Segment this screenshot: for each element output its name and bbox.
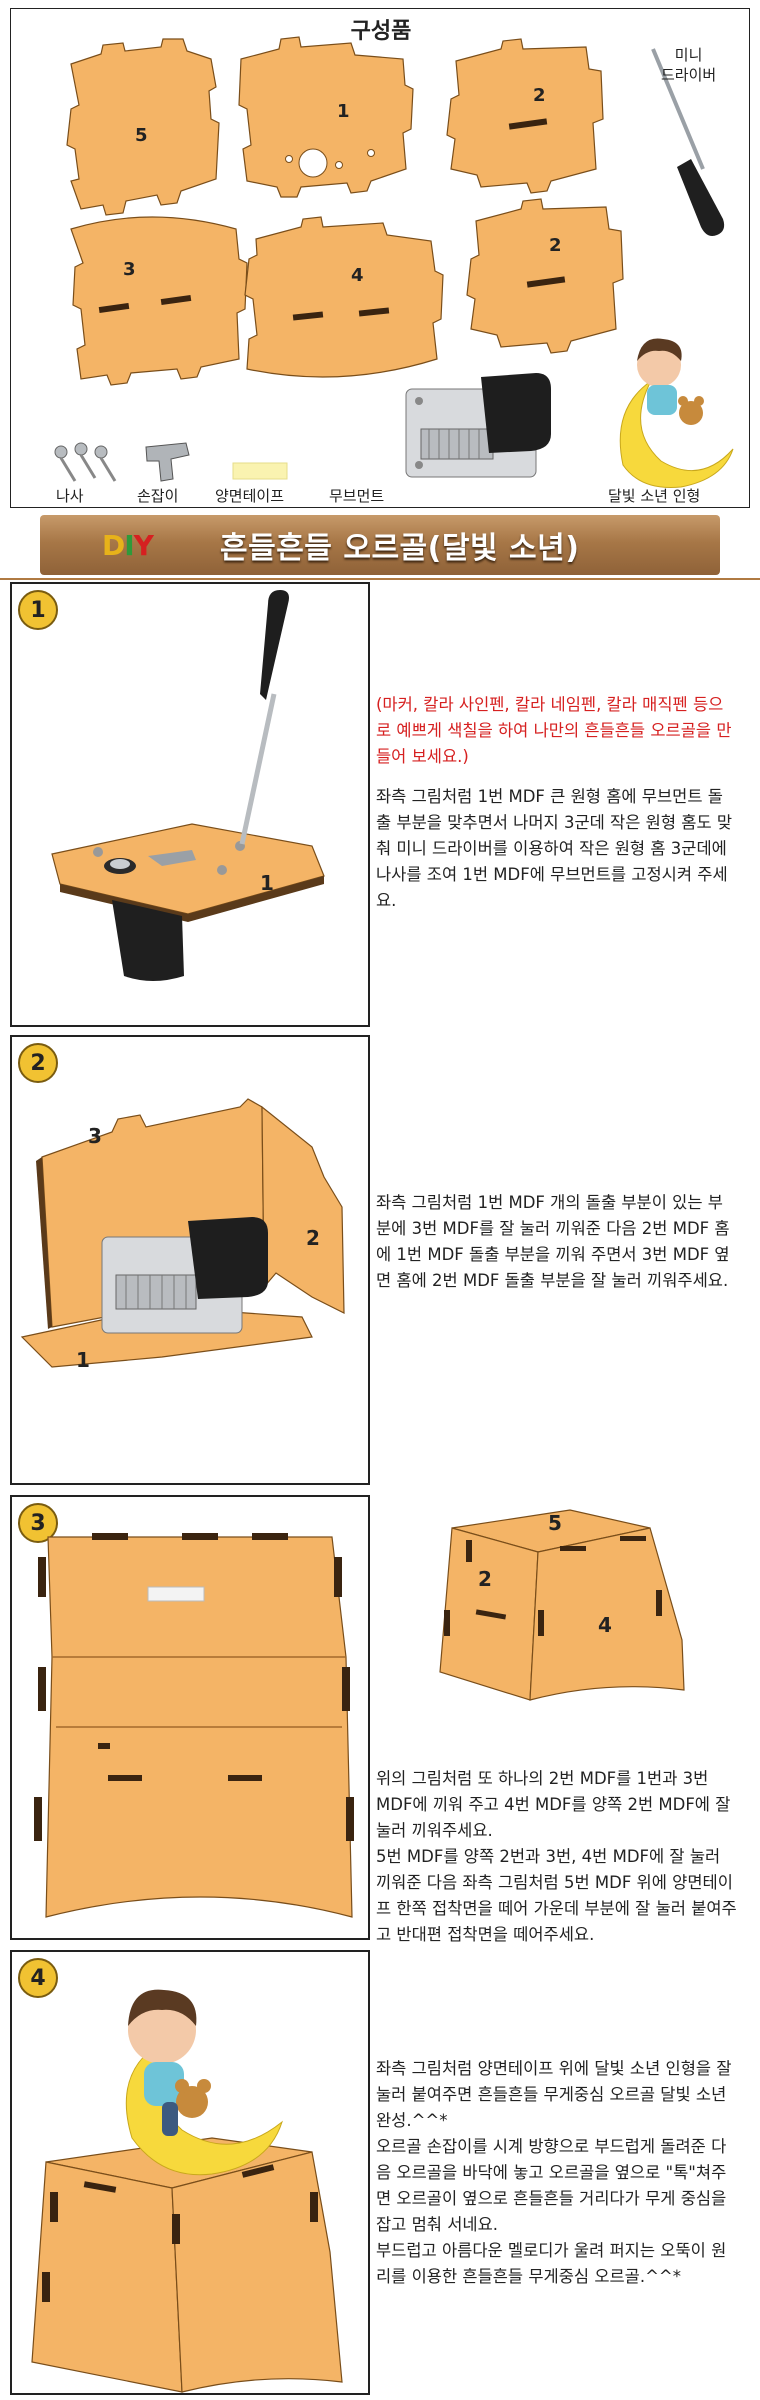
movement-label: 무브먼트	[329, 487, 385, 505]
piece-label: 4	[598, 1613, 612, 1637]
mdf-piece-4: 4	[244, 216, 444, 378]
step-2-text: 좌측 그림처럼 1번 MDF 개의 돌출 부분이 있는 부분에 3번 MDF를 …	[376, 1193, 730, 1290]
diy-logo: DIY	[102, 529, 154, 562]
step-number-badge: 1	[18, 590, 58, 630]
coloring-note: (마커, 칼라 사인펜, 칼라 네임펜, 칼라 매직펜 등으로 예쁘게 색칠을 …	[376, 695, 732, 766]
mdf-piece-2b: 2	[466, 198, 624, 354]
tape-label: 양면테이프	[215, 487, 285, 505]
piece-number: 2	[549, 235, 562, 256]
step-3-illustration	[34, 1533, 354, 1918]
piece-number: 3	[123, 259, 136, 280]
mdf-piece-3: 3	[70, 216, 248, 386]
step-3-image-frame: 3	[10, 1495, 370, 1940]
piece-number: 1	[337, 101, 350, 122]
piece-number: 4	[351, 265, 364, 286]
piece-number: 2	[533, 85, 546, 106]
piece-label: 2	[478, 1567, 492, 1591]
step-3-text: 위의 그림처럼 또 하나의 2번 MDF를 1번과 3번 MDF에 끼워 주고 …	[376, 1769, 737, 1944]
screws-icon	[54, 442, 117, 482]
mdf-piece-2a: 2	[446, 38, 604, 194]
step-number-badge: 3	[18, 1503, 58, 1543]
piece-label: 1	[76, 1348, 90, 1372]
piece-label: 1	[260, 871, 274, 895]
step-1-text: 좌측 그림처럼 1번 MDF 큰 원형 홈에 무브먼트 돌출 부분을 맞추면서 …	[376, 787, 733, 910]
components-panel: 구성품 5 1 2 3	[10, 8, 750, 508]
step-1-description: (마커, 칼라 사인펜, 칼라 네임펜, 칼라 매직펜 등으로 예쁘게 색칠을 …	[376, 692, 738, 914]
step-4-description: 좌측 그림처럼 양면테이프 위에 달빛 소년 인형을 잘 눌러 붙여주면 흔들흔…	[376, 2030, 738, 2316]
step-number-badge: 4	[18, 1958, 58, 1998]
step-2-illustration: 3 2 1	[20, 1098, 345, 1372]
doll-label: 달빛 소년 인형	[608, 487, 701, 505]
screwdriver-icon	[651, 48, 725, 236]
step-1-illustration: 1	[51, 590, 325, 981]
banner-divider	[0, 578, 760, 580]
step-4-text: 좌측 그림처럼 양면테이프 위에 달빛 소년 인형을 잘 눌러 붙여주면 흔들흔…	[376, 2059, 732, 2286]
banner-title: 흔들흔들 오르골(달빛 소년)	[220, 531, 580, 566]
music-movement-icon	[405, 373, 551, 478]
moon-boy-doll-icon	[619, 338, 734, 489]
mini-driver-label: 미니 드라이버	[661, 46, 717, 84]
handle-icon	[145, 442, 190, 482]
piece-label: 2	[306, 1226, 320, 1250]
title-banner: DIY 흔들흔들 오르골(달빛 소년)	[40, 515, 720, 575]
mdf-pieces-illustration: 5 1 2 3	[54, 36, 734, 489]
step-1-image-frame: 1 1	[10, 582, 370, 1027]
step-number-badge: 2	[18, 1043, 58, 1083]
step-3-description: 위의 그림처럼 또 하나의 2번 MDF를 1번과 3번 MDF에 끼워 주고 …	[376, 1740, 738, 1974]
step-2-image-frame: 2 3 2 1	[10, 1035, 370, 1485]
mdf-piece-1: 1	[238, 36, 414, 198]
step-4-illustration	[31, 1989, 343, 2393]
piece-number: 5	[135, 125, 148, 146]
tape-icon	[232, 462, 288, 480]
step-2-description: 좌측 그림처럼 1번 MDF 개의 돌출 부분이 있는 부분에 3번 MDF를 …	[376, 1190, 738, 1294]
mdf-piece-5: 5	[66, 38, 220, 216]
step-4-image-frame: 4	[10, 1950, 370, 2395]
piece-label: 3	[88, 1124, 102, 1148]
piece-label: 5	[548, 1511, 562, 1535]
step-3-assembled-illustration: 5 2 4	[439, 1509, 685, 1701]
screws-label: 나사	[56, 487, 84, 505]
handle-label: 손잡이	[137, 487, 179, 505]
components-title: 구성품	[350, 19, 412, 44]
